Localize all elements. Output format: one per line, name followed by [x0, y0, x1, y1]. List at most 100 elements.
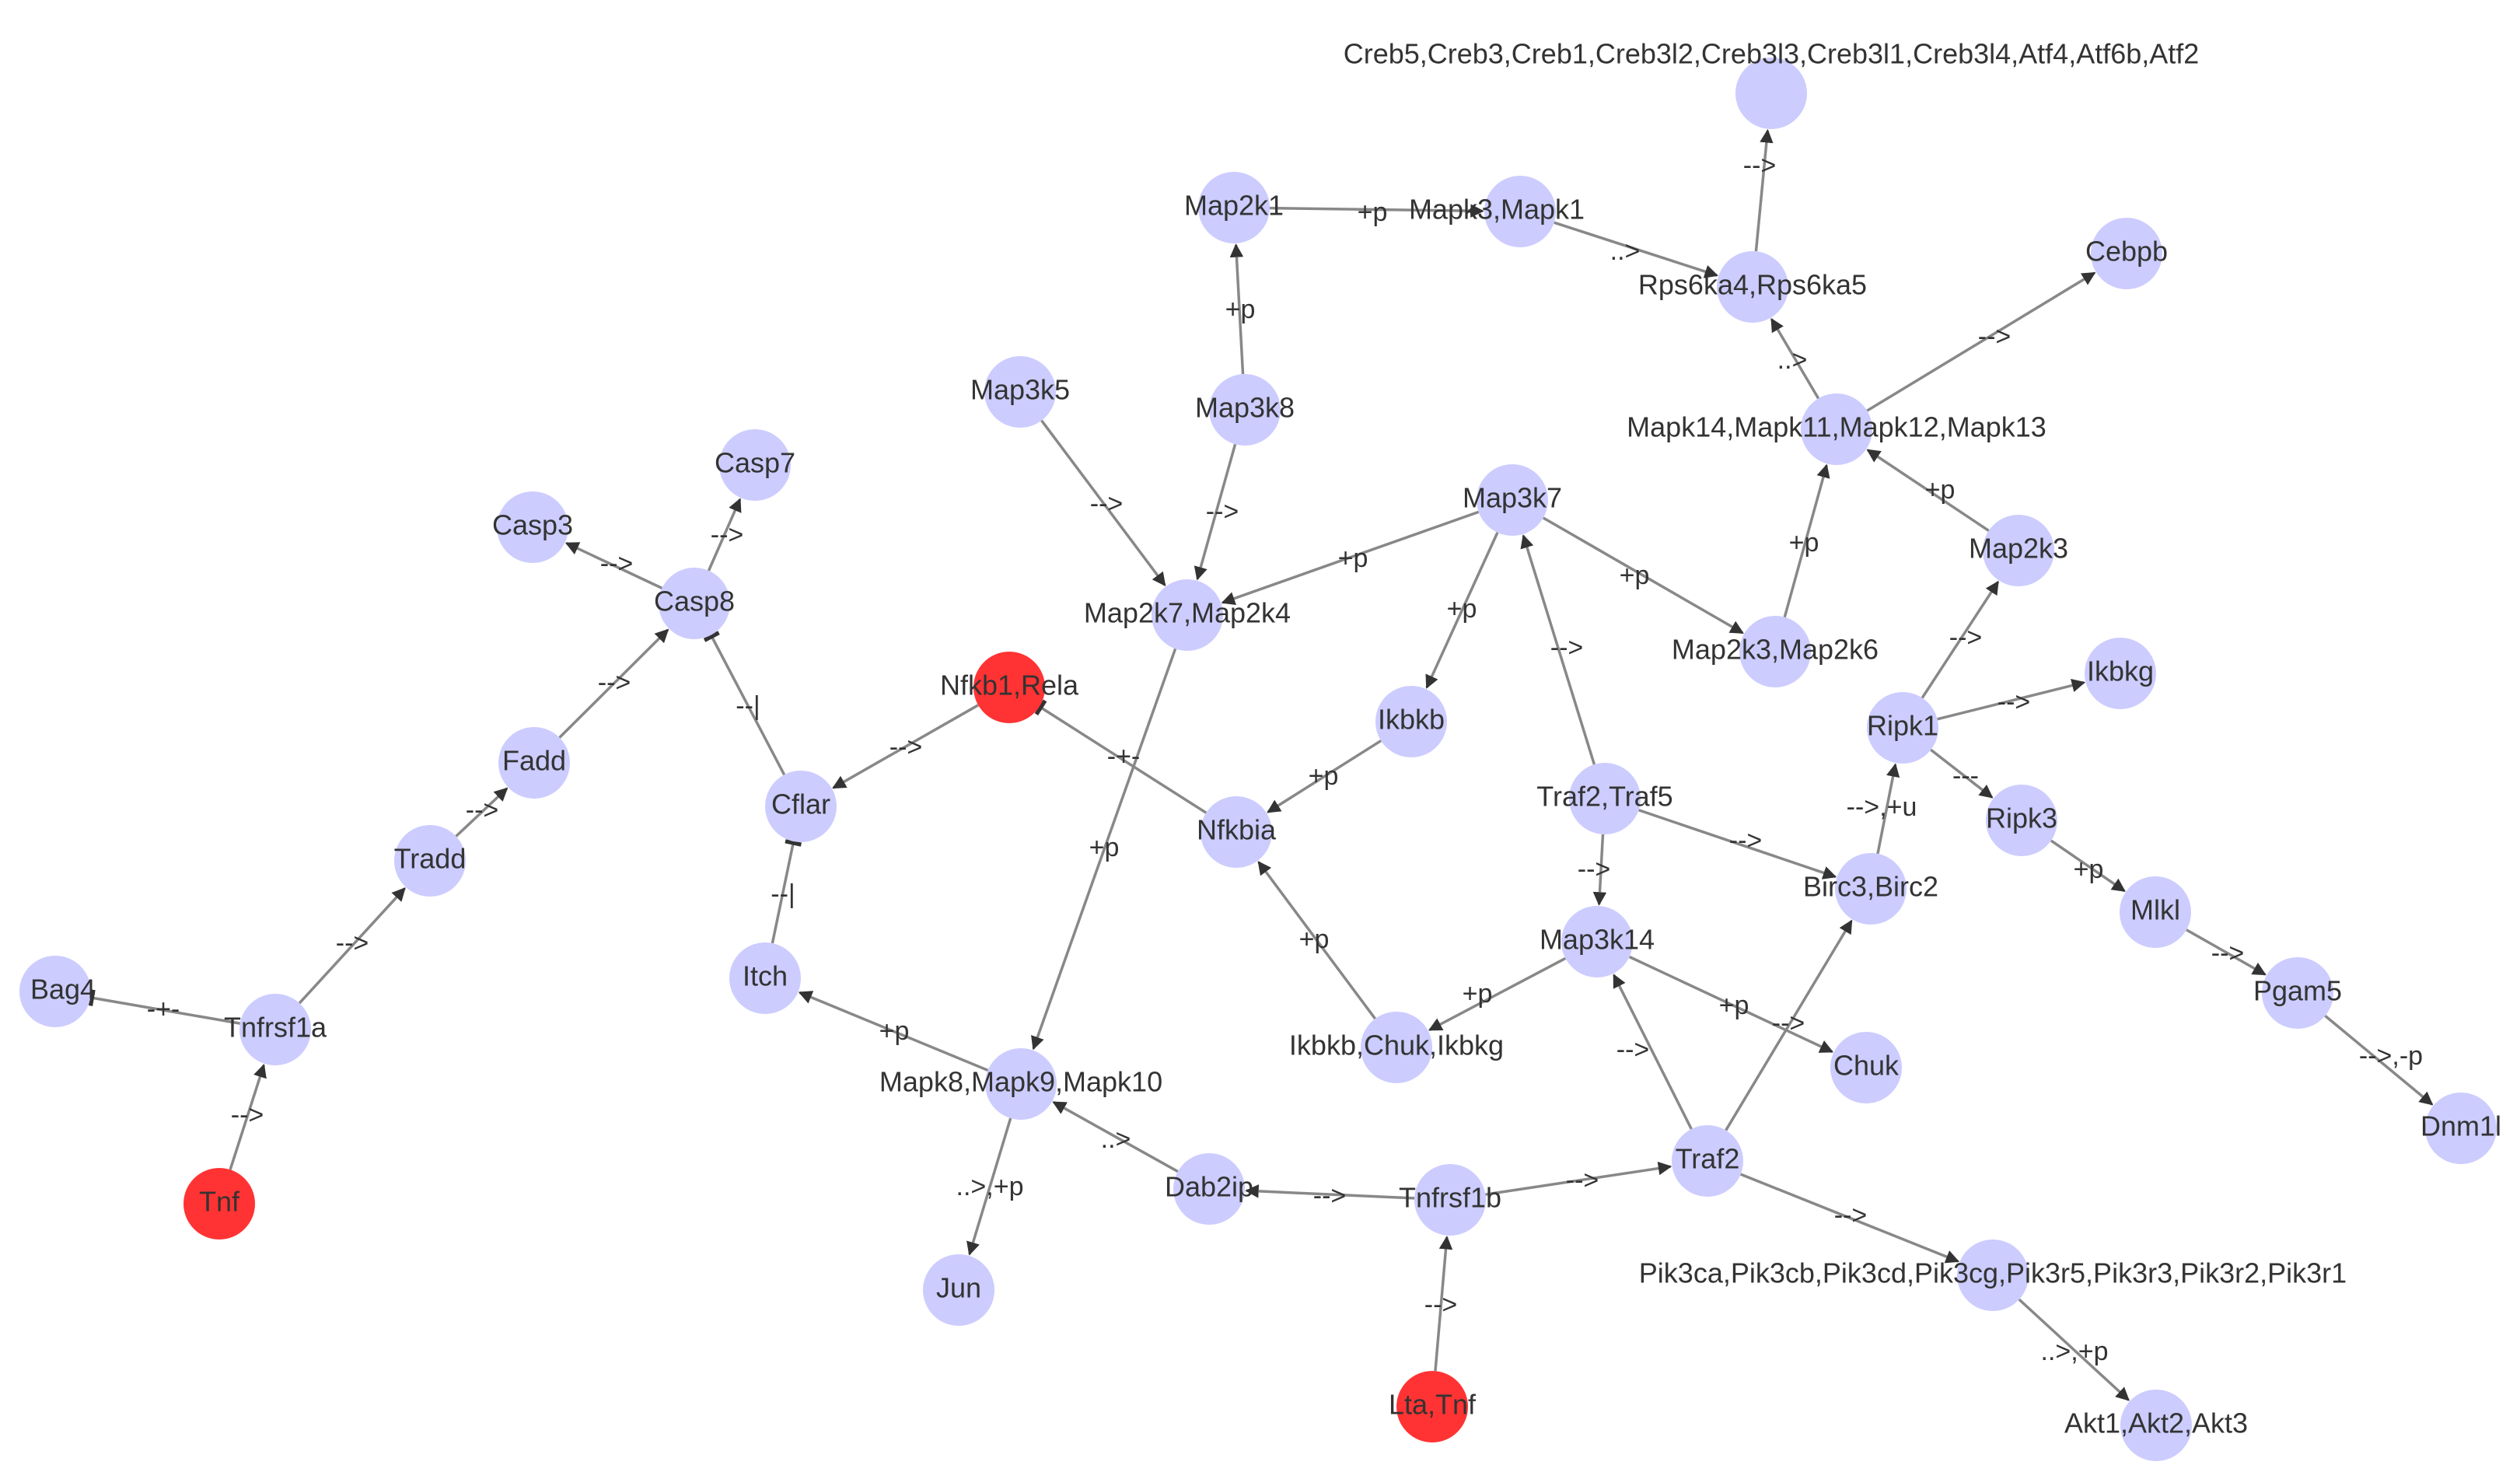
node-circle-akt[interactable]	[2120, 1390, 2192, 1461]
node-circle-map3k14[interactable]	[1561, 906, 1633, 977]
node-map3k7[interactable]: Map3k7	[1463, 464, 1562, 536]
node-circle-traf2[interactable]	[1672, 1125, 1743, 1197]
node-circle-bag4[interactable]	[19, 956, 91, 1027]
node-circle-rps6ka4[interactable]	[1717, 251, 1788, 323]
node-lta[interactable]: Lta,Tnf	[1389, 1371, 1477, 1442]
node-ikk[interactable]: Ikbkb,Chuk,Ikbkg	[1289, 1012, 1504, 1083]
node-circle-nfkb1[interactable]	[973, 652, 1045, 723]
node-creb[interactable]: Creb5,Creb3,Creb1,Creb3l2,Creb3l3,Creb3l…	[1344, 38, 2200, 129]
node-circle-pik3[interactable]	[1957, 1239, 2029, 1311]
edge-label-casp8-to-casp3: -->	[600, 549, 634, 579]
node-circle-tnfrsf1b[interactable]	[1414, 1164, 1486, 1236]
node-circle-fadd[interactable]	[498, 727, 570, 799]
node-map2k3_6[interactable]: Map2k3,Map2k6	[1672, 616, 1879, 687]
edge-ripk1-to-ripk3	[1930, 748, 1994, 799]
node-circle-casp8[interactable]	[659, 568, 730, 639]
node-tradd[interactable]: Tradd	[394, 825, 467, 897]
node-ripk3[interactable]: Ripk3	[1986, 785, 2057, 856]
node-circle-map3k8[interactable]	[1209, 374, 1281, 446]
node-circle-tradd[interactable]	[394, 825, 466, 897]
node-circle-birc3[interactable]	[1835, 853, 1907, 925]
node-bag4[interactable]: Bag4	[19, 956, 96, 1027]
node-circle-traf2traf5[interactable]	[1569, 763, 1641, 834]
node-circle-map2k3_6[interactable]	[1739, 616, 1811, 687]
node-tnf[interactable]: Tnf	[183, 1168, 255, 1239]
node-circle-ripk1[interactable]	[1867, 692, 1938, 764]
edge-map2k3_6-to-mapk14	[1783, 463, 1830, 618]
node-circle-jun[interactable]	[923, 1254, 994, 1326]
node-chuk[interactable]: Chuk	[1830, 1032, 1902, 1103]
node-pgam5[interactable]: Pgam5	[2253, 957, 2342, 1029]
node-circle-ripk3[interactable]	[1986, 785, 2057, 856]
node-casp3[interactable]: Casp3	[492, 491, 573, 563]
node-map2k3[interactable]: Map2k3	[1969, 515, 2068, 586]
node-ikbkg[interactable]: Ikbkg	[2085, 638, 2156, 709]
node-map3k5[interactable]: Map3k5	[970, 356, 1070, 428]
node-rps6ka4[interactable]: Rps6ka4,Rps6ka5	[1638, 251, 1867, 323]
node-itch[interactable]: Itch	[729, 942, 801, 1014]
node-casp7[interactable]: Casp7	[715, 429, 795, 501]
node-pik3[interactable]: Pik3ca,Pik3cb,Pik3cd,Pik3cg,Pik3r5,Pik3r…	[1639, 1239, 2347, 1311]
node-ikbkb[interactable]: Ikbkb	[1375, 686, 1447, 757]
node-dnm1l[interactable]: Dnm1l	[2420, 1093, 2501, 1164]
node-circle-itch[interactable]	[729, 942, 801, 1014]
node-cebpb[interactable]: Cebpb	[2085, 218, 2168, 289]
node-cflar[interactable]: Cflar	[765, 771, 837, 842]
node-map3k14[interactable]: Map3k14	[1540, 906, 1655, 977]
node-mapk14[interactable]: Mapk14,Mapk11,Mapk12,Mapk13	[1627, 393, 2046, 465]
node-circle-map2k3[interactable]	[1983, 515, 2054, 586]
node-circle-nfkbia[interactable]	[1201, 796, 1272, 868]
node-map3k8[interactable]: Map3k8	[1195, 374, 1295, 446]
node-tnfrsf1a[interactable]: Tnfrsf1a	[224, 994, 327, 1065]
node-akt[interactable]: Akt1,Akt2,Akt3	[2064, 1390, 2248, 1461]
node-dab2ip[interactable]: Dab2ip	[1165, 1153, 1253, 1225]
edge-label-mapk3-to-rps6ka4: ..>	[1610, 236, 1641, 266]
node-mlkl[interactable]: Mlkl	[2120, 876, 2191, 948]
node-nfkb1[interactable]: Nfkb1,Rela	[940, 652, 1079, 723]
node-circle-map3k5[interactable]	[984, 356, 1056, 428]
node-circle-ikbkg[interactable]	[2085, 638, 2156, 709]
node-traf2traf5[interactable]: Traf2,Traf5	[1536, 763, 1673, 834]
node-nfkbia[interactable]: Nfkbia	[1197, 796, 1277, 868]
node-circle-chuk[interactable]	[1830, 1032, 1902, 1103]
node-birc3[interactable]: Birc3,Birc2	[1803, 853, 1938, 925]
node-mapk8[interactable]: Mapk8,Mapk9,Mapk10	[879, 1048, 1162, 1120]
node-circle-map3k7[interactable]	[1477, 464, 1548, 536]
node-label-nfkbia: Nfkbia	[1197, 814, 1277, 846]
node-circle-tnfrsf1a[interactable]	[239, 994, 311, 1065]
edge-tradd-to-fadd	[455, 787, 509, 837]
edge-traf2-to-pik3	[1740, 1173, 1960, 1264]
edge-label-tnfrsf1b-to-dab2ip: -->	[1313, 1181, 1347, 1211]
node-circle-dnm1l[interactable]	[2425, 1093, 2497, 1164]
edge-ripk1-to-map2k3	[1921, 580, 2000, 699]
node-circle-mapk3[interactable]	[1484, 176, 1556, 247]
node-jun[interactable]: Jun	[923, 1254, 994, 1326]
node-circle-pgam5[interactable]	[2262, 957, 2333, 1029]
node-circle-ikbkb[interactable]	[1375, 686, 1447, 757]
node-map2k7[interactable]: Map2k7,Map2k4	[1084, 579, 1291, 651]
node-ripk1[interactable]: Ripk1	[1867, 692, 1938, 764]
node-circle-ikk[interactable]	[1361, 1012, 1432, 1083]
edge-label-ripk1-to-map2k3: -->	[1949, 623, 1983, 652]
node-circle-mapk8[interactable]	[985, 1048, 1057, 1120]
node-circle-mlkl[interactable]	[2120, 876, 2191, 948]
edge-mlkl-to-pgam5	[2186, 928, 2267, 976]
node-circle-tnf[interactable]	[183, 1168, 255, 1239]
node-circle-map2k1[interactable]	[1198, 172, 1270, 243]
node-circle-cflar[interactable]	[765, 771, 837, 842]
node-traf2[interactable]: Traf2	[1672, 1125, 1743, 1197]
node-circle-map2k7[interactable]	[1152, 579, 1223, 651]
node-circle-casp3[interactable]	[497, 491, 568, 563]
node-map2k1[interactable]: Map2k1	[1184, 172, 1284, 243]
node-circle-creb[interactable]	[1735, 58, 1807, 129]
node-circle-dab2ip[interactable]	[1173, 1153, 1245, 1225]
node-fadd[interactable]: Fadd	[498, 727, 570, 799]
node-casp8[interactable]: Casp8	[654, 568, 735, 639]
node-mapk3[interactable]: Mapk3,Mapk1	[1409, 176, 1585, 247]
node-tnfrsf1b[interactable]: Tnfrsf1b	[1399, 1164, 1501, 1236]
node-circle-lta[interactable]	[1396, 1371, 1468, 1442]
node-circle-casp7[interactable]	[719, 429, 791, 501]
node-circle-cebpb[interactable]	[2091, 218, 2162, 289]
node-circle-mapk14[interactable]	[1801, 393, 1872, 465]
